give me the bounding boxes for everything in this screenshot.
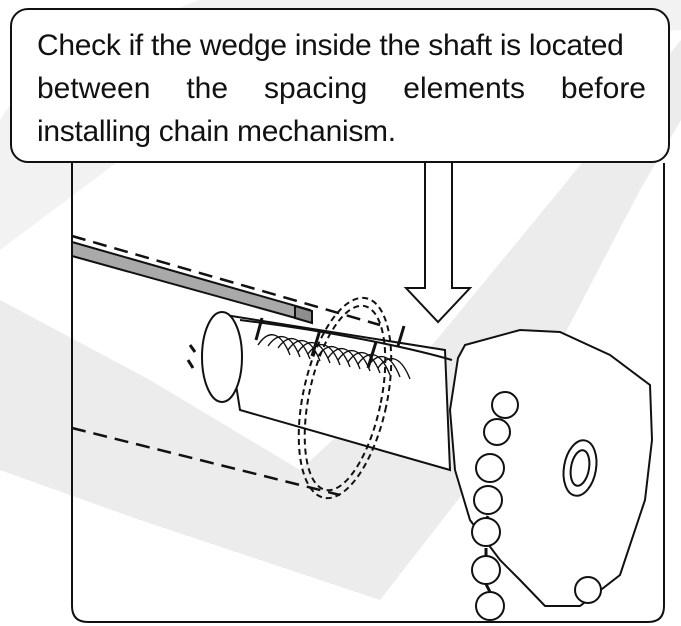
down-arrow-icon	[403, 149, 473, 324]
bead-chain-icon	[471, 391, 602, 621]
wedge-rod-icon	[71, 240, 313, 325]
highlight-ring	[297, 296, 393, 500]
instruction-line-2: between the spacing elements before	[37, 72, 646, 105]
shaft-icon	[186, 311, 453, 472]
instruction-line-1: Check if the wedge inside the shaft is l…	[37, 29, 624, 62]
instruction-callout: Check if the wedge inside the shaft is l…	[10, 8, 670, 163]
instruction-line-3: installing chain mechanism.	[37, 115, 396, 148]
guide-lines	[71, 234, 381, 497]
diagram-frame	[71, 163, 665, 623]
